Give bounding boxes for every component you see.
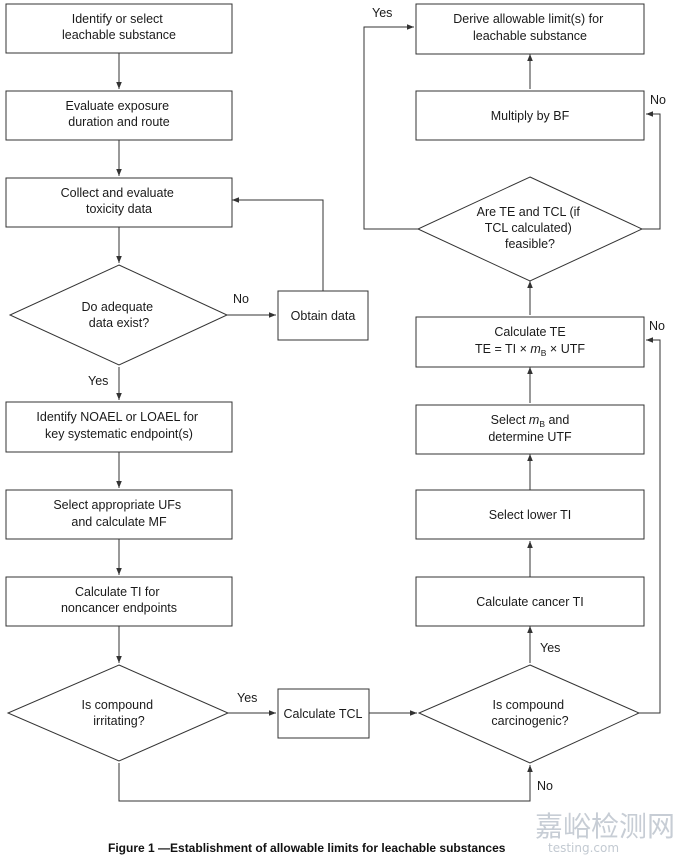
node-feasible: Are TE and TCL (if TCL calculated) feasi… — [416, 176, 644, 282]
node-exposure-label: Evaluate exposure duration and route — [65, 99, 172, 129]
node-derive-label: Derive allowable limit(s) for leachable … — [453, 12, 607, 43]
label-no-irritating: No — [537, 779, 553, 793]
node-lower-ti-label: Select lower TI — [489, 508, 571, 522]
node-cancer-ti: Calculate cancer TI — [415, 576, 645, 627]
node-noael: Identify NOAEL or LOAEL for key systemat… — [5, 401, 233, 453]
node-carcinogenic-label: Is compound carcinogenic? — [491, 698, 568, 728]
label-no-carcinogenic: No — [649, 319, 665, 333]
edge-obtain-collect — [232, 197, 324, 291]
node-irritating: Is compound irritating? — [6, 664, 230, 762]
node-adequate: Do adequate data exist? — [8, 264, 229, 366]
node-ti-label: Calculate TI for noncancer endpoints — [61, 585, 177, 615]
node-tcl-label: Calculate TCL — [284, 707, 363, 721]
node-calc-te: Calculate TE TE = TI × mB × UTF — [415, 316, 645, 368]
edge-carcinogenic-te — [639, 337, 661, 714]
node-exposure: Evaluate exposure duration and route — [5, 90, 233, 141]
node-obtain-label: Obtain data — [291, 309, 356, 323]
node-ufs-label: Select appropriate UFs and calculate MF — [53, 498, 184, 529]
node-cancer-ti-label: Calculate cancer TI — [476, 595, 583, 609]
label-no-feasible: No — [650, 93, 666, 107]
node-multiply-label: Multiply by BF — [491, 109, 570, 123]
watermark-text: 嘉峪检测网 — [535, 810, 675, 843]
node-carcinogenic: Is compound carcinogenic? — [417, 664, 641, 764]
node-calc-te-label: Calculate TE — [494, 325, 565, 339]
node-select-mb: Select mB and determine UTF — [415, 404, 645, 455]
label-yes-carcinogenic: Yes — [540, 641, 560, 655]
node-ti: Calculate TI for noncancer endpoints — [5, 576, 233, 627]
figure-caption: Figure 1 —Establishment of allowable lim… — [108, 841, 506, 855]
node-ufs: Select appropriate UFs and calculate MF — [5, 489, 233, 540]
node-lower-ti: Select lower TI — [415, 489, 645, 540]
node-tcl: Calculate TCL — [277, 688, 370, 739]
node-select-mb-label: Select mB and — [491, 413, 570, 429]
label-no-adequate: No — [233, 292, 249, 306]
edge-labels: No Yes Yes Yes No No No Yes — [88, 6, 666, 793]
edge-feasible-multiply — [642, 111, 661, 230]
node-identify: Identify or select leachable substance — [5, 3, 233, 54]
node-determine-utf-label: determine UTF — [488, 430, 572, 444]
node-adequate-label: Do adequate data exist? — [81, 300, 156, 330]
label-yes-feasible: Yes — [372, 6, 392, 20]
label-yes-adequate: Yes — [88, 374, 108, 388]
node-collect-label: Collect and evaluate toxicity data — [61, 186, 178, 216]
node-multiply: Multiply by BF — [415, 90, 645, 141]
node-feasible-label: Are TE and TCL (if TCL calculated) feasi… — [477, 205, 584, 251]
node-collect: Collect and evaluate toxicity data — [5, 177, 233, 228]
watermark-url: testing.com — [548, 841, 619, 855]
connectors — [116, 24, 661, 802]
node-derive: Derive allowable limit(s) for leachable … — [415, 3, 645, 55]
node-identify-label: Identify or select leachable substance — [62, 12, 176, 42]
label-yes-irritating: Yes — [237, 691, 257, 705]
node-te-formula: TE = TI × mB × UTF — [475, 342, 585, 358]
node-obtain: Obtain data — [277, 290, 369, 341]
edge-feasible-derive — [363, 24, 418, 230]
edge-irritating-carcinogenic — [118, 763, 533, 802]
node-noael-label: Identify NOAEL or LOAEL for key systemat… — [36, 410, 201, 441]
node-irritating-label: Is compound irritating? — [81, 698, 156, 728]
